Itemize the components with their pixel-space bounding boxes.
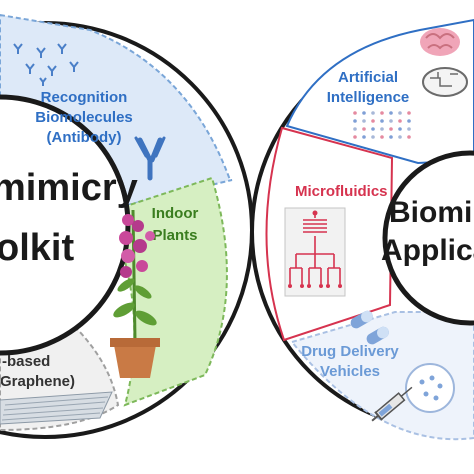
microfluidic-chip-icon — [284, 207, 346, 297]
dot-matrix-icon — [353, 111, 411, 139]
antibody-icon — [134, 136, 166, 181]
matrix-dot — [389, 119, 393, 123]
capsule-icon — [350, 310, 389, 345]
ai-label-line2: Intelligence — [327, 89, 410, 106]
plants-label-line2: Plants — [152, 227, 197, 244]
potted-plant-icon — [110, 209, 160, 378]
matrix-dot — [371, 135, 375, 139]
matrix-dot — [371, 127, 375, 131]
matrix-dot — [353, 135, 357, 139]
matrix-dot — [398, 135, 402, 139]
brain-icon — [420, 28, 460, 56]
matrix-dot — [398, 127, 402, 131]
drug-label-line2: Vehicles — [320, 363, 380, 380]
matrix-dot — [362, 119, 366, 123]
drug-label-line1: Drug Delivery — [301, 343, 399, 360]
matrix-dot — [380, 119, 384, 123]
toolkit-title-line1: mimicry — [0, 167, 138, 209]
matrix-dot — [407, 111, 411, 115]
circuit-brain-icon — [422, 67, 468, 97]
matrix-dot — [371, 111, 375, 115]
matrix-dot — [389, 135, 393, 139]
recognition-label-line1: Recognition — [41, 89, 128, 106]
matrix-dot — [353, 119, 357, 123]
recognition-label-line3: (Antibody) — [47, 129, 122, 146]
matrix-dot — [389, 127, 393, 131]
applications-inner-ring — [382, 150, 474, 326]
matrix-dot — [407, 127, 411, 131]
toolkit-title-line2: olkit — [0, 227, 74, 269]
toolkit-circle: mimicry olkit Recognition Biomolecules (… — [0, 13, 254, 439]
matrix-dot — [398, 119, 402, 123]
matrix-dot — [353, 111, 357, 115]
syringe-icon — [371, 386, 413, 422]
matrix-dot — [362, 135, 366, 139]
matrix-dot — [362, 111, 366, 115]
matrix-dot — [380, 111, 384, 115]
matrix-dot — [389, 111, 393, 115]
matrix-dot — [398, 111, 402, 115]
recognition-label-line2: Biomolecules — [35, 109, 133, 126]
ai-label-line1: Artificial — [338, 69, 398, 86]
applications-circle: Biomim Applica Artificial Intelligence M… — [250, 18, 474, 441]
applications-title-line2: Applica — [381, 234, 474, 267]
ai-segment — [285, 18, 474, 165]
matrix-dot — [407, 119, 411, 123]
plants-label-line1: Indoor — [152, 205, 199, 222]
applications-title-line1: Biomim — [389, 196, 474, 229]
matrix-dot — [371, 119, 375, 123]
matrix-dot — [407, 135, 411, 139]
graphene-sheet-icon — [0, 391, 113, 425]
materials-label-line2: Graphene) — [0, 373, 75, 390]
matrix-dot — [362, 127, 366, 131]
matrix-dot — [380, 135, 384, 139]
microfluidics-label: Microfluidics — [295, 183, 388, 200]
matrix-dot — [380, 127, 384, 131]
small-antibodies-icon — [13, 43, 79, 86]
materials-label-line1: -based — [2, 353, 50, 370]
matrix-dot — [353, 127, 357, 131]
vesicle-icon — [405, 363, 455, 413]
